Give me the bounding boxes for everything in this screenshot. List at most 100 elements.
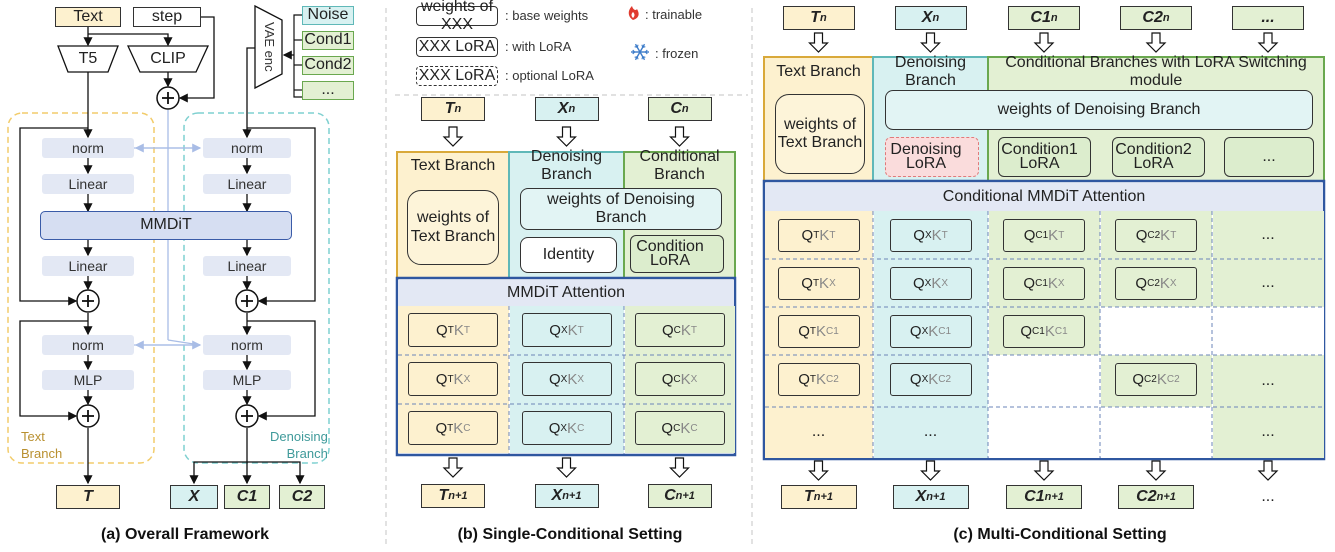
condition-lora-b: Condition LoRA xyxy=(630,235,724,273)
k-symbol: K xyxy=(1048,227,1059,244)
denoise-weights-c: weights of Denoising Branch xyxy=(885,90,1313,130)
down-arrow-icon xyxy=(808,460,829,481)
snowflake-branch xyxy=(645,49,648,53)
q-symbol: Q xyxy=(548,370,561,388)
k-symbol: K xyxy=(819,227,830,244)
down-arrow-icon xyxy=(669,457,690,478)
io-subscript: n+1 xyxy=(926,490,946,503)
q-symbol: Q xyxy=(661,321,674,339)
denoise-to-x xyxy=(189,428,248,485)
q-subscript: C xyxy=(673,324,681,336)
text-to-clip xyxy=(88,33,173,47)
text-mlp: MLP xyxy=(42,370,134,390)
k-subscript: X xyxy=(577,373,585,385)
snowflake-branch xyxy=(642,46,646,48)
ellipsis-cell-c: ... xyxy=(1261,371,1275,389)
down-arrow-icon xyxy=(1257,460,1279,481)
io-symbol: C2 xyxy=(1142,8,1163,26)
io-symbol: C xyxy=(664,486,676,504)
text-residual-2 xyxy=(19,320,88,421)
q-symbol: Q xyxy=(549,321,561,339)
snowflake-branch xyxy=(641,56,644,60)
text-linear2: Linear xyxy=(42,256,134,276)
cond-input-2: Cond2 xyxy=(302,56,354,75)
q-subscript: X xyxy=(560,324,568,336)
snowflake-branch xyxy=(632,49,635,53)
snowflake-branch xyxy=(634,56,638,58)
q-symbol: Q xyxy=(801,227,814,244)
frozen-snowflake-icon xyxy=(639,51,646,61)
attn-cell-bg-c xyxy=(989,407,1100,458)
step-input: step xyxy=(133,7,201,27)
q-symbol: Q xyxy=(913,227,925,244)
caption-b: (b) Single-Conditional Setting xyxy=(457,525,683,543)
down-arrow-icon xyxy=(1033,460,1055,481)
k-symbol: K xyxy=(815,371,826,388)
output-X: X xyxy=(170,485,218,509)
down-arrow-icon xyxy=(808,32,829,53)
k-subscript: X xyxy=(941,278,949,289)
q-symbol: Q xyxy=(435,370,448,388)
down-arrow-icon xyxy=(1145,460,1167,481)
legend-base-desc: : base weights xyxy=(505,8,589,23)
k-symbol: K xyxy=(1160,227,1171,244)
q-subscript: T xyxy=(813,230,820,241)
k-subscript: C xyxy=(690,422,698,434)
output-T: T xyxy=(56,485,120,509)
text-input: Text xyxy=(55,7,121,27)
denoise-mlp: MLP xyxy=(203,370,291,390)
q-subscript: C1 xyxy=(1035,230,1049,241)
ellipsis-cell-c: ... xyxy=(1261,273,1275,291)
legend-optional-box: XXX LoRA xyxy=(416,66,498,86)
k-subscript: T xyxy=(577,324,584,336)
io-symbol: X xyxy=(557,99,569,117)
q-symbol: Q xyxy=(798,323,810,340)
text-norm2: norm xyxy=(42,335,134,355)
flame-icon-core xyxy=(631,12,635,18)
snowflake-branch xyxy=(636,56,639,60)
io-symbol: T xyxy=(810,8,821,26)
k-symbol: K xyxy=(567,321,578,339)
q-symbol: Q xyxy=(1023,275,1036,292)
q-subscript: X xyxy=(924,278,932,289)
clip-encoder xyxy=(126,45,210,73)
output-C2: C2 xyxy=(279,485,325,509)
legend-lora-desc: : with LoRA xyxy=(505,39,572,54)
text-norm1: norm xyxy=(42,138,134,158)
denoise-to-c2 xyxy=(247,461,305,485)
k-subscript: C xyxy=(463,422,471,434)
k-symbol: K xyxy=(567,370,578,388)
snowflake-branch xyxy=(636,44,639,48)
clip-label: CLIP xyxy=(150,49,186,67)
k-symbol: K xyxy=(1156,371,1167,388)
text-weights-c: weights of Text Branch xyxy=(775,94,865,174)
attn-cell-bg-c xyxy=(874,407,988,458)
snowflake-branch xyxy=(634,46,638,48)
q-symbol: Q xyxy=(909,323,922,340)
attn-cell-bg-c xyxy=(1213,211,1324,259)
header-denoise-c: Denoising Branch xyxy=(894,53,967,89)
snowflake-branch xyxy=(641,44,644,48)
io-subscript: n+1 xyxy=(448,489,468,502)
q-symbol: Q xyxy=(1023,227,1036,244)
down-arrow-icon xyxy=(1257,32,1279,53)
k-subscript: T xyxy=(829,230,836,241)
q-subscript: C2 xyxy=(1147,230,1161,241)
q-subscript: X xyxy=(921,374,929,385)
io-subscript: n xyxy=(454,102,462,115)
